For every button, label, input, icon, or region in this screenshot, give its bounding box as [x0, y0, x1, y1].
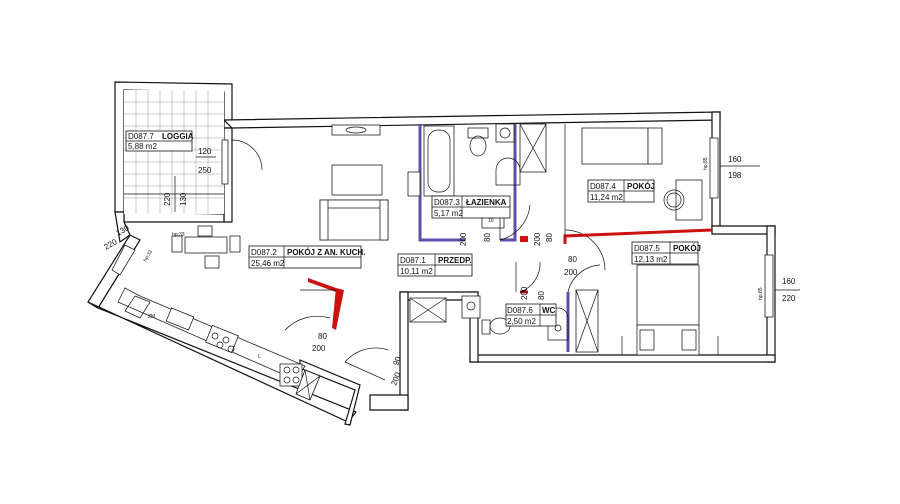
dim-label: 200 — [533, 232, 542, 246]
hall-door — [520, 229, 606, 271]
room5-window — [764, 254, 774, 318]
dim-label: 250 — [198, 166, 212, 175]
sill-label: hp:33 — [172, 232, 185, 238]
fridge-label: ZM — [148, 314, 155, 320]
room-label-room5: D087.5 POKÓJ 12,13 m2 — [631, 241, 701, 265]
room4-furniture — [581, 127, 703, 221]
dim-label: 120 — [198, 147, 212, 156]
sill-annotations: hp:85 hp:33 hp:33 hp:85 — [143, 157, 764, 300]
room5-door — [567, 264, 601, 293]
utility-shafts — [409, 295, 481, 323]
room-label-bathroom: D087.3 ŁAZIENKA 5,17 m2 — [431, 195, 511, 219]
room-id: D087.1 — [400, 256, 426, 265]
room-label-room4: D087.4 POKÓJ 11,24 m2 — [587, 179, 655, 203]
dim-label: 80 — [545, 233, 554, 242]
room-label-living: D087.2 POKÓJ Z AN. KUCH. 25,46 m2 — [248, 245, 365, 269]
bathroom: 10 — [407, 123, 521, 242]
dim-label: 200 — [520, 286, 529, 300]
dim-label: 200 — [389, 371, 402, 387]
living-door — [284, 278, 344, 331]
room-area: 12,13 m2 — [634, 255, 668, 264]
dim-label: 80 — [483, 233, 492, 242]
room-id: D087.3 — [434, 198, 460, 207]
dim-label: 220 — [103, 237, 120, 252]
sill-label: hp:85 — [703, 157, 709, 170]
dim-label: 80 — [537, 291, 546, 300]
room-name: ŁAZIENKA — [466, 198, 507, 207]
wardrobe — [575, 289, 599, 353]
svg-text:10: 10 — [488, 218, 494, 224]
storage-block — [519, 123, 547, 173]
room-name: POKÓJ Z AN. KUCH. — [287, 248, 365, 257]
oven-label: L — [258, 354, 261, 360]
dim-label: 90 — [391, 355, 403, 367]
room-name: LOGGIA — [162, 132, 194, 141]
dim-label: 160 — [782, 277, 796, 286]
dim-label: 198 — [728, 171, 742, 180]
dim-label: 200 — [459, 232, 468, 246]
living-furniture — [171, 124, 389, 269]
room-area: 10,11 m2 — [400, 267, 433, 276]
room-area: 2,50 m2 — [507, 317, 536, 326]
room-id: D087.4 — [590, 182, 616, 191]
room-area: 25,46 m2 — [251, 259, 285, 268]
room-id: D087.7 — [128, 132, 154, 141]
room-label-hall: D087.1 PRZEDP. 10,11 m2 — [397, 253, 473, 277]
room-name: POKÓJ — [673, 244, 701, 253]
dim-label: 220 — [782, 294, 796, 303]
room5-furniture — [621, 264, 719, 356]
room-label-wc: D087.6 WC 2,50 m2 — [505, 303, 557, 327]
room-name: WC — [542, 306, 556, 315]
entry-door — [344, 347, 389, 381]
room-name: POKÓJ — [627, 182, 655, 191]
room-label-loggia: D087.7 LOGGIA 5,88 m2 — [125, 130, 194, 152]
dim-label: 220 — [163, 192, 172, 206]
room-area: 5,17 m2 — [434, 209, 463, 218]
sill-label: hp:85 — [758, 287, 764, 300]
dim-label: 200 — [564, 268, 578, 277]
loggia — [124, 90, 224, 214]
room4-window — [709, 137, 719, 199]
room-area: 11,24 m2 — [590, 193, 623, 202]
kitchen-window — [111, 244, 136, 276]
dim-label: 80 — [568, 255, 577, 264]
room-name: PRZEDP. — [438, 256, 472, 265]
dim-label: 130 — [179, 192, 188, 206]
dim-label: 80 — [318, 332, 327, 341]
dim-label: 160 — [728, 155, 742, 164]
room-id: D087.2 — [251, 248, 277, 257]
kitchen-counter — [117, 287, 321, 401]
sill-label: hp:33 — [143, 249, 155, 263]
dim-label: 200 — [312, 344, 326, 353]
room4-wall — [563, 124, 713, 244]
room-id: D087.6 — [507, 306, 533, 315]
room-id: D087.5 — [634, 244, 660, 253]
loggia-door — [221, 139, 263, 185]
room-area: 5,88 m2 — [128, 142, 157, 151]
